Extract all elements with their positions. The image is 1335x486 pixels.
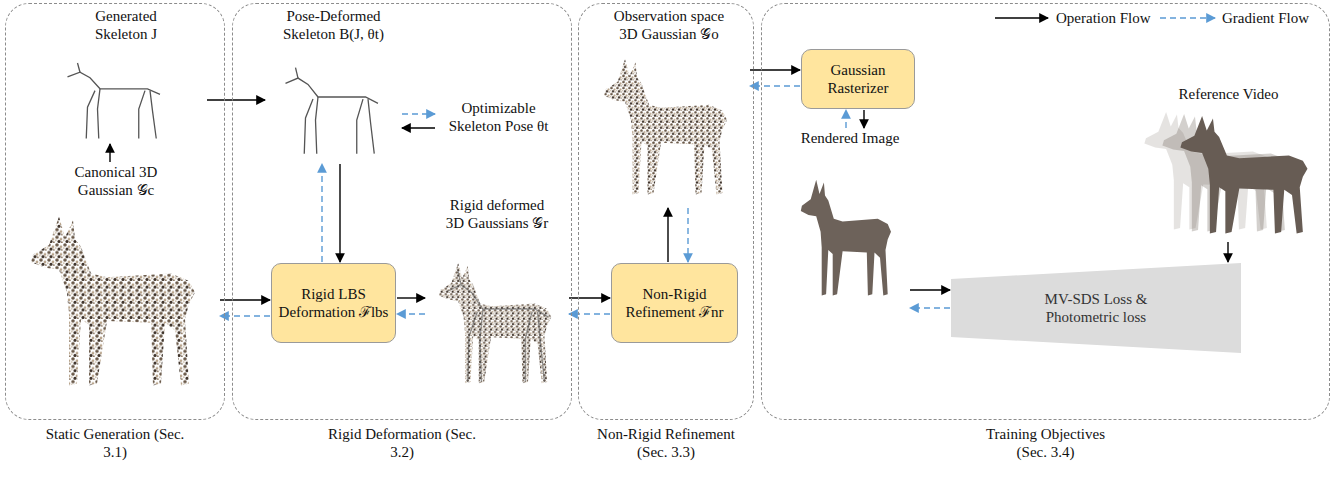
legend-text: Operation Flow (1056, 9, 1151, 27)
generated-skeleton (68, 63, 161, 138)
operation-arrow (1227, 242, 1228, 262)
loss-shape (951, 263, 1241, 353)
gradient-arrow (845, 110, 846, 128)
gaussian-figure: Canonical 3D Gaussian 𝒢c (13, 163, 219, 398)
operation-arrow (207, 99, 265, 100)
legend-dashed-sample (1160, 17, 1215, 18)
gradient-arrow (220, 315, 270, 316)
gradient-arrow (750, 85, 800, 86)
skeleton-figure: Pose-Deformed Skeleton B(J, θt) (266, 7, 401, 163)
gradient-arrow (321, 164, 322, 262)
process-box: Rigid LBS Deformation ℱlbs (271, 263, 396, 343)
process-box: Non-Rigid Refinement ℱnr (611, 263, 738, 343)
node-label: Optimizable Skeleton Pose θt (439, 99, 559, 135)
node-label: Reference Video (1154, 85, 1304, 103)
gaussian-figure: Observation space 3D Gaussian 𝒢o (589, 7, 749, 207)
operation-arrow (910, 289, 950, 290)
pose-parameter: Optimizable Skeleton Pose θt (436, 99, 561, 149)
node-label: Observation space 3D Gaussian 𝒢o (607, 7, 732, 43)
gradient-arrow (402, 113, 435, 114)
panel-caption: Rigid Deformation (Sec. 3.2) (327, 425, 477, 461)
stage-panel: Non-Rigid Refinement (Sec. 3.3)Observati… (578, 3, 754, 420)
node-label: Rigid deformed 3D Gaussians 𝒢r (440, 196, 555, 232)
operation-arrow (750, 69, 800, 70)
video-figure: Reference Video (1131, 85, 1326, 241)
node-label: Pose-Deformed Skeleton B(J, θt) (274, 7, 394, 43)
legend-solid-sample (995, 17, 1048, 18)
stage-panel: Static Generation (Sec. 3.1)Generated Sk… (5, 3, 225, 420)
canonical-gaussian-deer (31, 216, 195, 385)
rigid-deformed-deer (439, 263, 551, 383)
gaussian-figure: Rigid deformed 3D Gaussians 𝒢r (426, 196, 568, 391)
process-box: Gaussian Rasterizer (801, 49, 915, 109)
operation-arrow (220, 299, 270, 300)
loss-shape-fill (951, 263, 1241, 353)
rigid-skeleton-overlay (447, 271, 548, 382)
loss-block: MV-SDS Loss & Photometric loss (951, 263, 1241, 353)
panel-caption: Static Generation (Sec. 3.1) (40, 425, 190, 461)
rendered-deer (801, 180, 891, 296)
node-label: Generated Skeleton J (76, 7, 176, 43)
operation-arrow (339, 164, 340, 262)
reference-deer (1180, 116, 1307, 233)
pose-deformed-skeleton (286, 68, 379, 154)
node-label: Non-Rigid Refinement ℱnr (618, 285, 731, 321)
node-label: Canonical 3D Gaussian 𝒢c (69, 163, 164, 199)
operation-arrow (402, 127, 435, 128)
operation-arrow (569, 297, 610, 298)
panel-caption: Training Objectives (Sec. 3.4) (971, 425, 1121, 461)
observation-gaussian-deer (604, 59, 727, 194)
operation-arrow (667, 208, 668, 262)
operation-arrow (863, 110, 864, 128)
node-label: Gaussian Rasterizer (808, 61, 908, 97)
stage-panel: Training Objectives (Sec. 3.4)Gaussian R… (761, 3, 1330, 420)
gradient-arrow (397, 313, 425, 314)
gradient-arrow (569, 313, 610, 314)
image-figure: Rendered Image (791, 129, 909, 319)
stage-panel: Rigid Deformation (Sec. 3.2)Pose-Deforme… (232, 3, 572, 420)
gradient-arrow (687, 208, 688, 262)
gradient-arrow (910, 307, 950, 308)
legend-text: Gradient Flow (1222, 9, 1309, 27)
node-label: Rigid LBS Deformation ℱlbs (278, 285, 389, 321)
skeleton-figure: Generated Skeleton J (46, 7, 206, 143)
node-label: MV-SDS Loss & Photometric loss (1031, 290, 1161, 326)
operation-arrow (397, 297, 425, 298)
operation-arrow (109, 144, 110, 162)
panel-caption: Non-Rigid Refinement (Sec. 3.3) (591, 425, 741, 461)
node-label: Rendered Image (791, 129, 909, 147)
